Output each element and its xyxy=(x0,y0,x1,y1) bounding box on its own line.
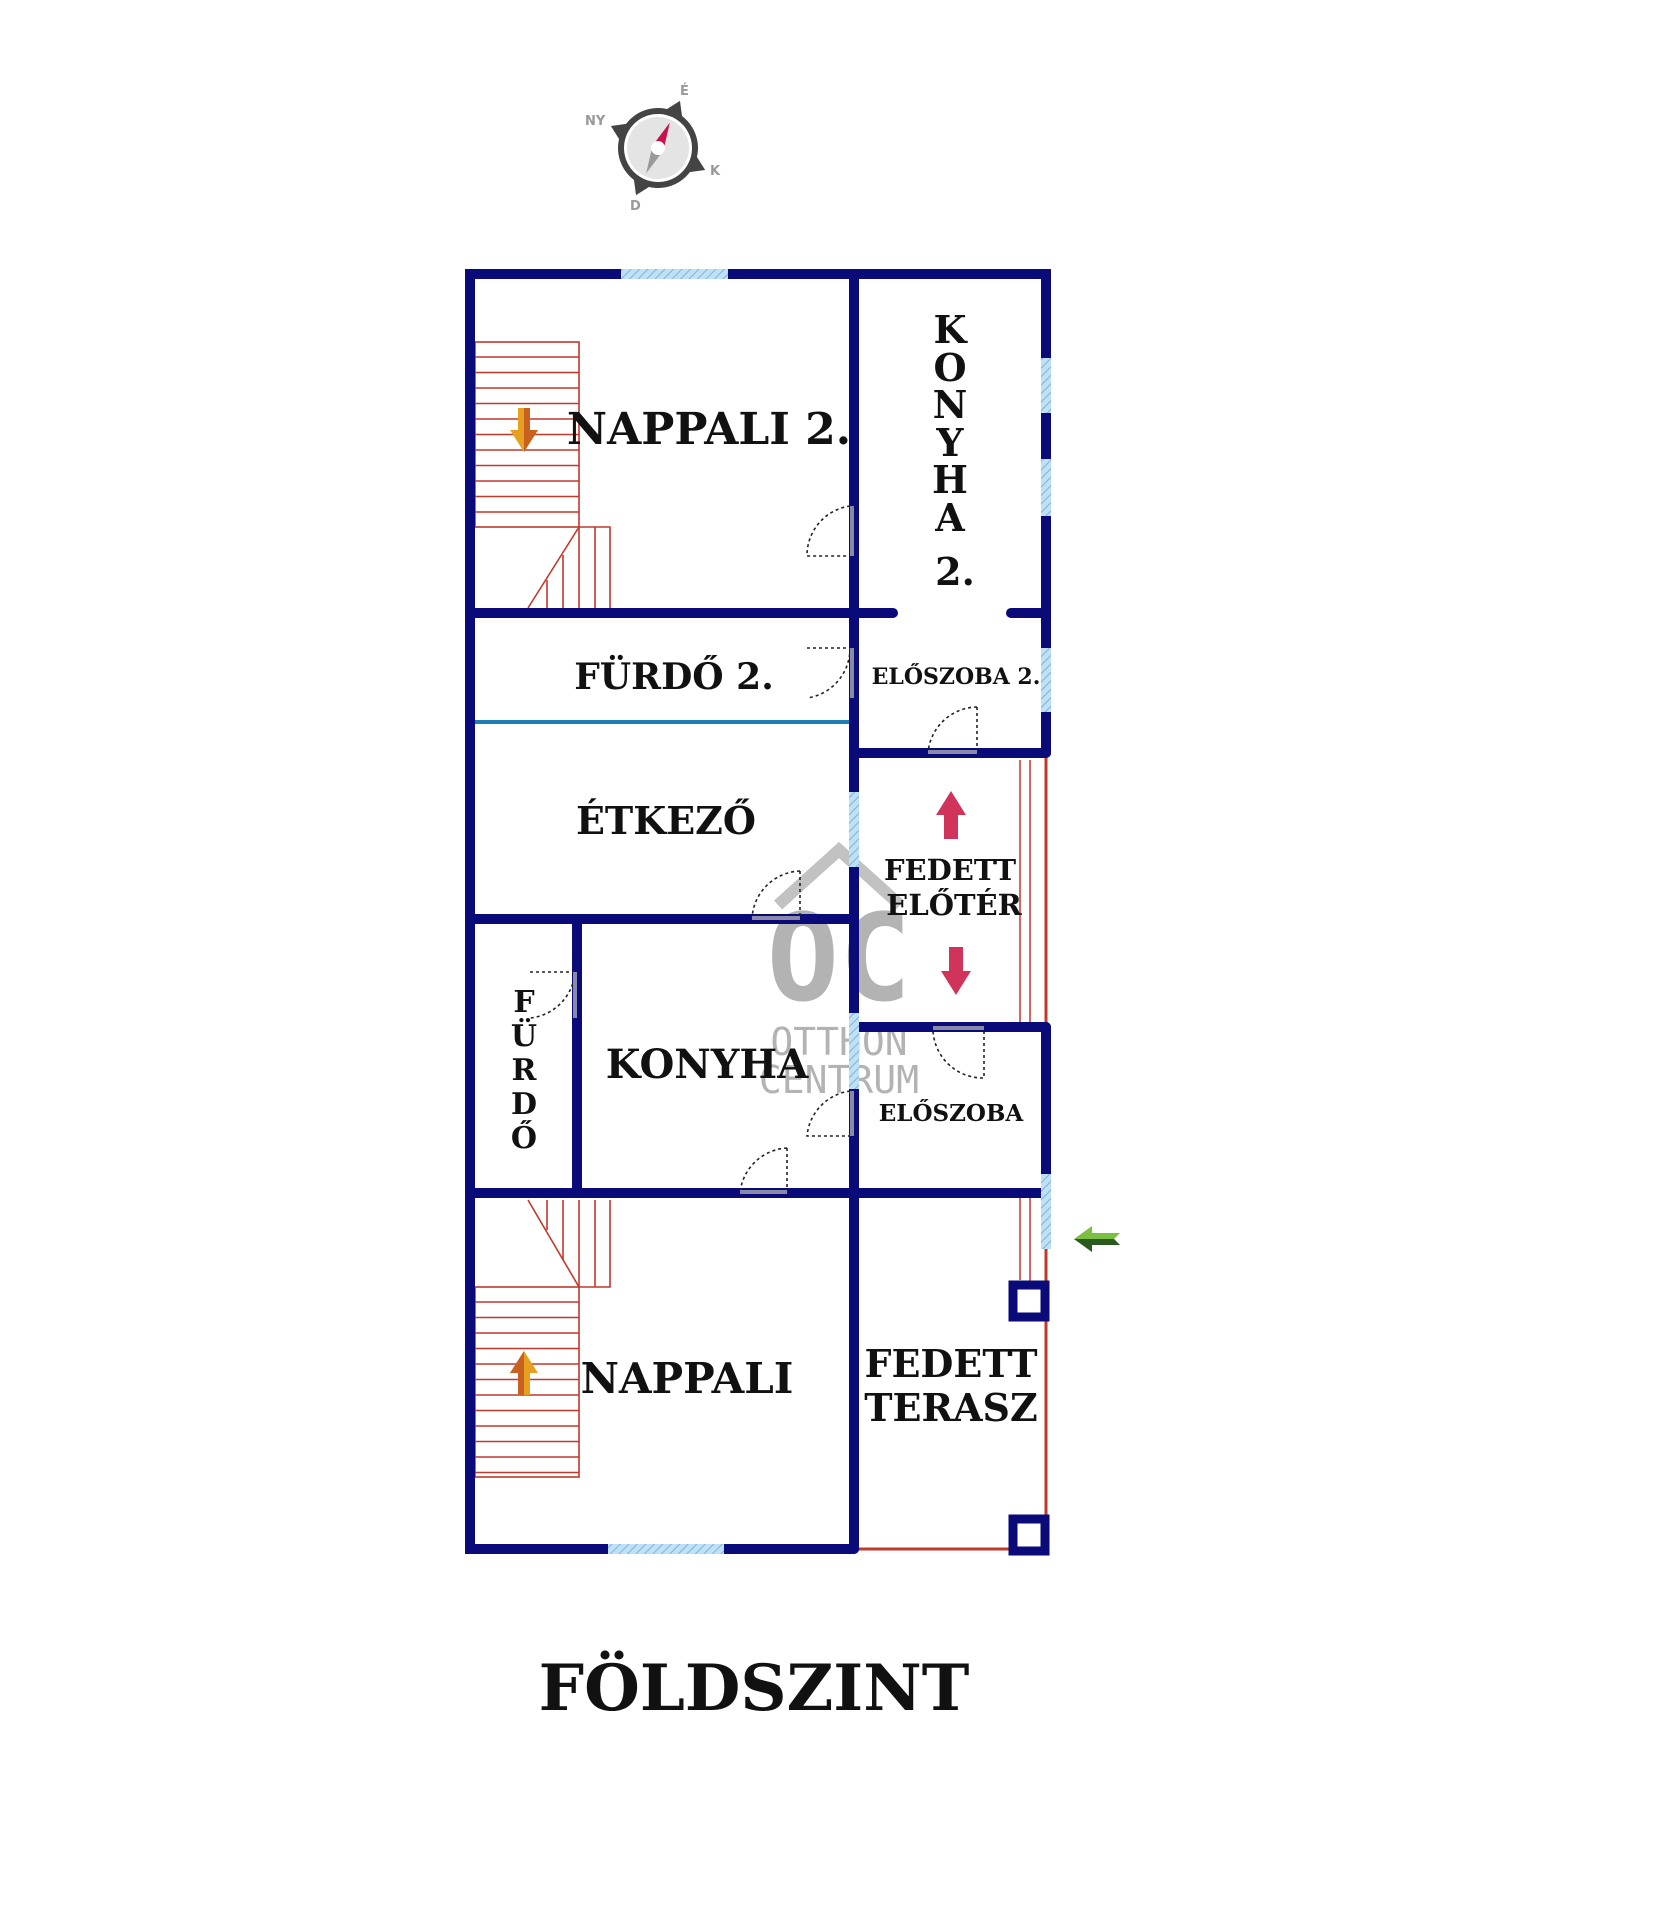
svg-text:D: D xyxy=(511,1087,537,1122)
room-label-eloszoba-2: ELŐSZOBA 2. xyxy=(872,663,1041,690)
svg-text:Ü: Ü xyxy=(511,1017,537,1054)
svg-text:FEDETT: FEDETT xyxy=(864,1341,1037,1386)
floor-title: FÖLDSZINT xyxy=(539,1650,970,1726)
walls xyxy=(465,269,1051,1554)
room-label-nappali-2: NAPPALI 2. xyxy=(567,404,851,455)
compass-icon xyxy=(610,100,706,196)
doors xyxy=(529,505,985,1194)
svg-text:H: H xyxy=(932,457,968,502)
svg-text:Ő: Ő xyxy=(511,1120,537,1156)
room-label-konyha-2: K O N Y H A 2. xyxy=(932,307,975,594)
svg-text:F: F xyxy=(513,985,534,1020)
room-label-fedett-eloter: FEDETT ELŐTÉR xyxy=(884,853,1023,922)
room-label-etkezo: ÉTKEZŐ xyxy=(576,798,756,843)
door-leaves xyxy=(573,506,984,1194)
svg-text:CENTRUM: CENTRUM xyxy=(759,1058,919,1102)
direction-down-arrow-icon xyxy=(941,947,971,995)
svg-text:K: K xyxy=(933,307,968,352)
svg-text:ELŐTÉR: ELŐTÉR xyxy=(886,887,1022,922)
compass-north: É xyxy=(680,83,689,99)
svg-text:R: R xyxy=(512,1053,538,1088)
windows xyxy=(608,269,1051,1554)
svg-text:Y: Y xyxy=(935,420,964,465)
svg-text:A: A xyxy=(934,495,965,540)
stair-up-arrow-icon xyxy=(510,1351,538,1395)
room-label-eloszoba: ELŐSZOBA xyxy=(879,1100,1025,1127)
room-label-furdo-2: FÜRDŐ 2. xyxy=(574,655,774,698)
staircase-lower xyxy=(474,1199,611,1478)
room-label-furdo: F Ü R D Ő xyxy=(511,985,538,1156)
compass-west: NY xyxy=(585,114,606,129)
stair-down-arrow-icon xyxy=(510,408,538,452)
svg-text:N: N xyxy=(933,382,968,427)
staircase-upper xyxy=(474,341,611,609)
svg-text:2.: 2. xyxy=(935,549,975,594)
pillar xyxy=(1008,1514,1050,1556)
watermark-logo: OC OTTHON CENTRUM xyxy=(759,841,919,1102)
compass-south: D xyxy=(630,199,641,214)
direction-up-arrow-icon xyxy=(936,791,966,839)
svg-text:O: O xyxy=(933,345,966,390)
svg-text:FEDETT: FEDETT xyxy=(884,853,1016,887)
entrance-arrow-icon xyxy=(1074,1226,1120,1252)
pillar xyxy=(1008,1280,1050,1322)
room-label-fedett-terasz: FEDETT TERASZ xyxy=(864,1341,1038,1430)
svg-text:OC: OC xyxy=(767,890,912,1029)
room-label-konyha: KONYHA xyxy=(606,1041,809,1088)
svg-text:TERASZ: TERASZ xyxy=(864,1385,1038,1430)
compass-east: K xyxy=(710,164,721,179)
room-label-nappali: NAPPALI xyxy=(581,1354,794,1403)
